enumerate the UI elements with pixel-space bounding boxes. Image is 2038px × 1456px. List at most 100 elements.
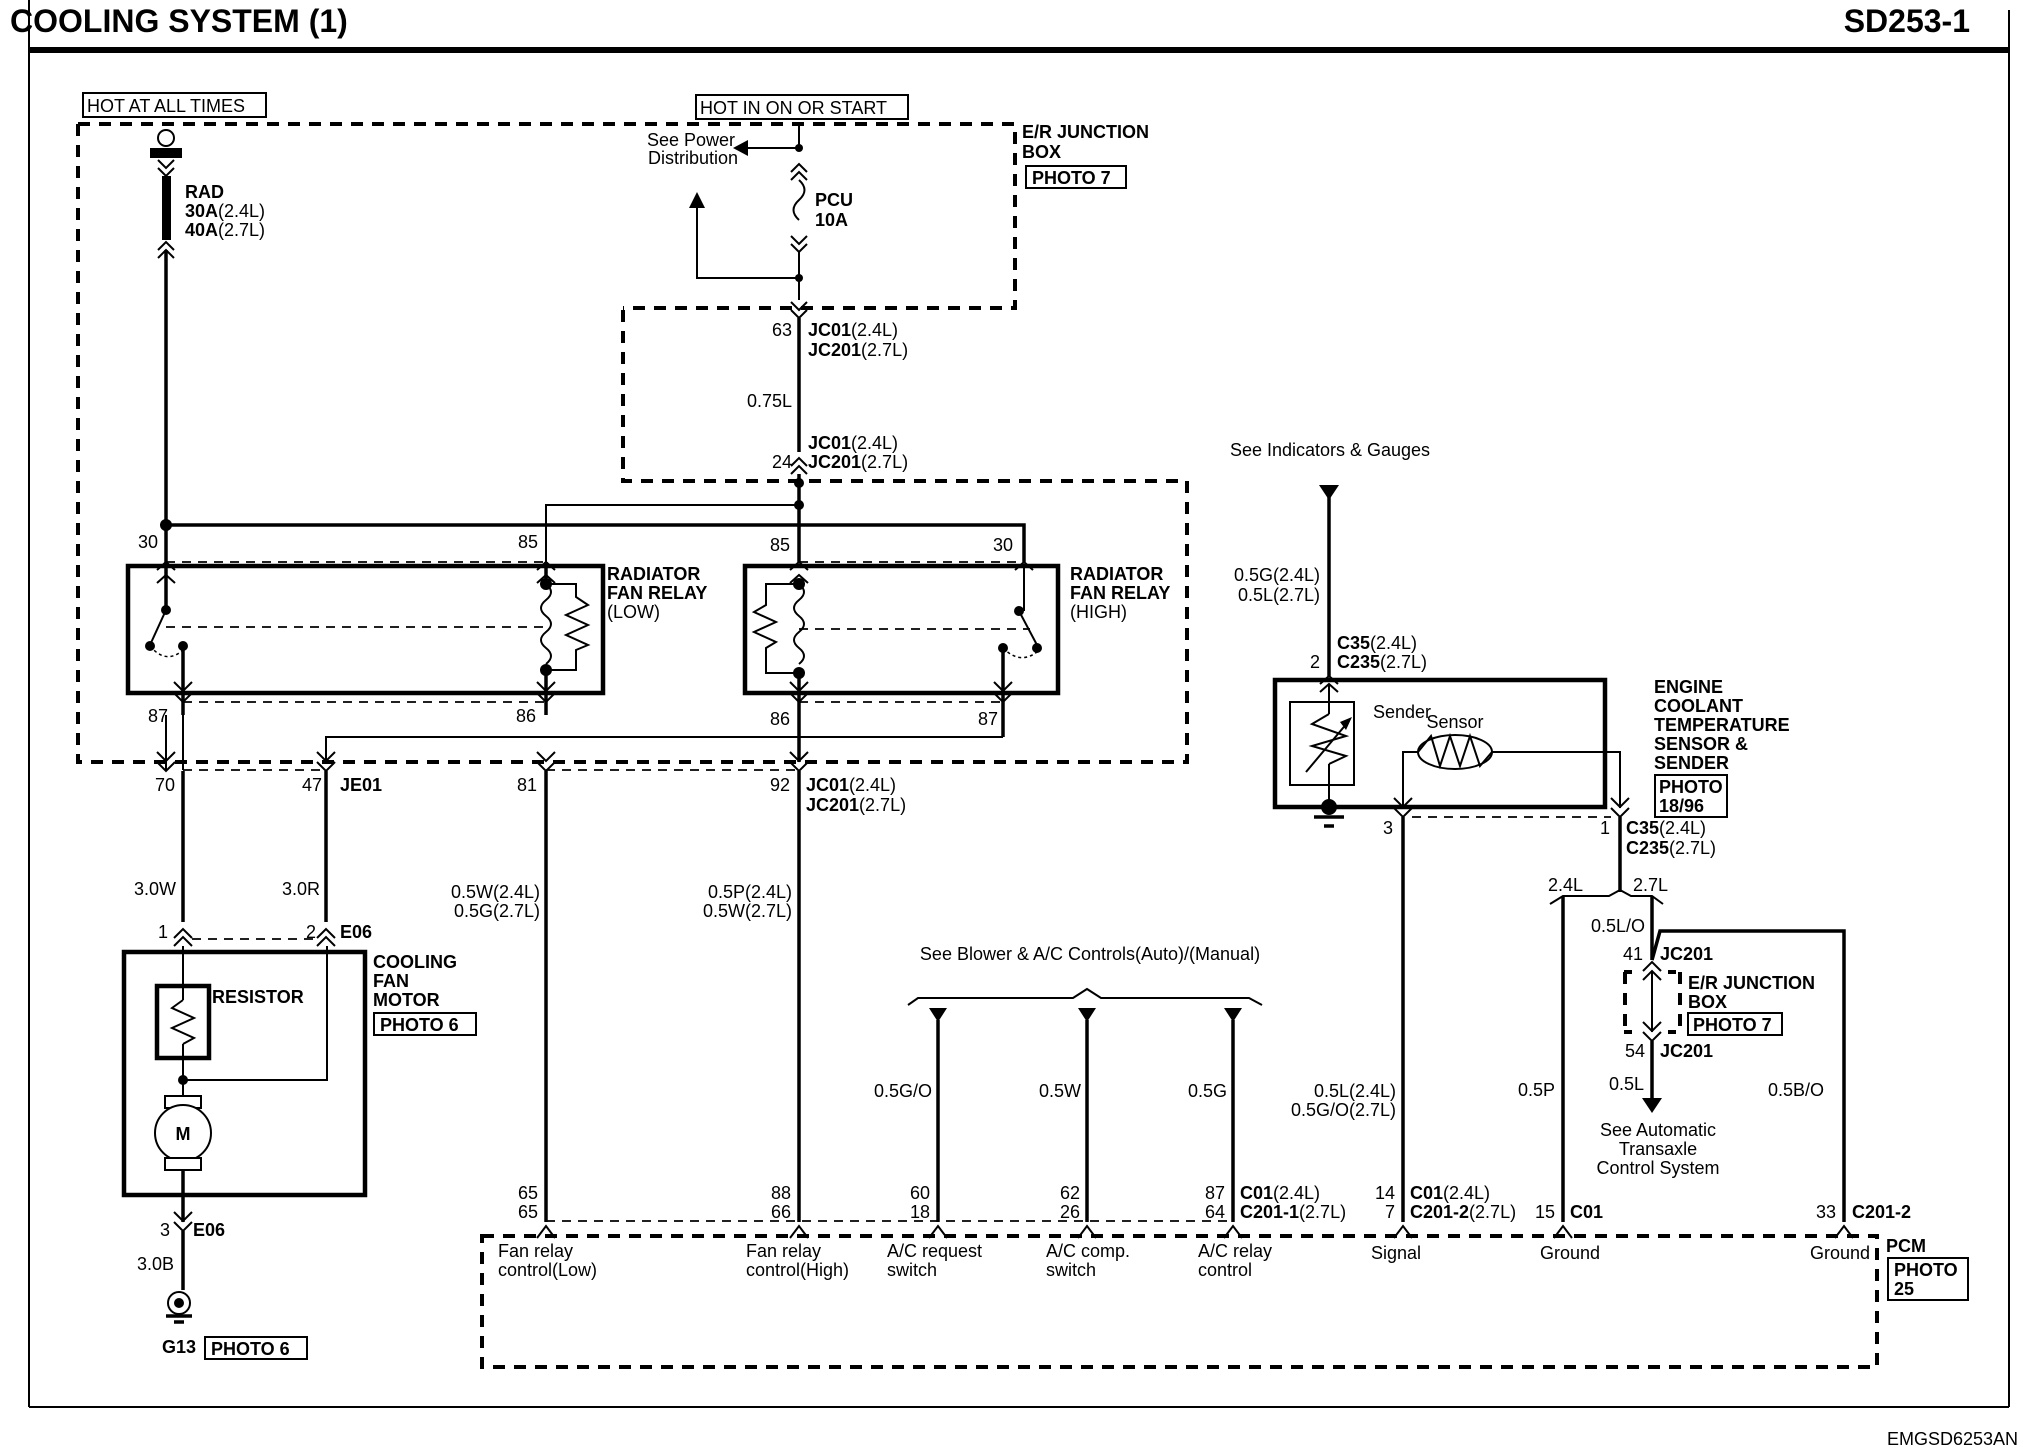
split-24-label: 2.4L bbox=[1548, 875, 1583, 895]
pcm-photo-2: 25 bbox=[1894, 1279, 1914, 1299]
pcm-pin-14: 14 bbox=[1375, 1183, 1395, 1203]
relay-high-pin-87: 87 bbox=[978, 709, 998, 729]
jc201-label-2: BOX bbox=[1688, 992, 1727, 1012]
rad-fuse-rating-27: 40A(2.7L) bbox=[185, 220, 265, 240]
ect-pin-3: 3 bbox=[1383, 818, 1393, 838]
pcm-pin-66: 66 bbox=[771, 1202, 791, 1222]
ect-pin-2: 2 bbox=[1310, 652, 1320, 672]
er-photo-label: PHOTO 7 bbox=[1032, 168, 1111, 188]
relay-feed-wires bbox=[160, 456, 1026, 562]
pcm-pin-marker bbox=[789, 1224, 809, 1239]
pcm-pin-marker bbox=[1393, 1224, 1413, 1239]
jc01-mid-pin: 24 bbox=[772, 452, 792, 472]
radiator-fan-relay-high bbox=[325, 560, 1061, 762]
jc01-top-pin: 63 bbox=[772, 320, 792, 340]
pcm-conn-b: C201-1(2.7L) bbox=[1240, 1202, 1346, 1222]
wire-3-0r: 3.0R bbox=[282, 879, 320, 899]
pcm-desc-2: A/C request bbox=[887, 1241, 982, 1261]
motor-pin-2: 2 bbox=[306, 922, 316, 942]
jc201-label: E/R JUNCTION bbox=[1688, 973, 1815, 993]
motor-label-3: MOTOR bbox=[373, 990, 440, 1010]
page-title: COOLING SYSTEM (1) bbox=[10, 3, 348, 39]
relay-high-pin-85: 85 bbox=[770, 535, 790, 555]
pcm-photo-box bbox=[1887, 1257, 1969, 1301]
relay-low-label: RADIATOR bbox=[607, 564, 700, 584]
jc201-photo-box bbox=[1687, 1012, 1783, 1036]
wire-3-0w: 3.0W bbox=[134, 879, 176, 899]
relay-low-pin-85: 85 bbox=[518, 532, 538, 552]
signal-wire-label-2: 0.5G/O(2.7L) bbox=[1291, 1100, 1396, 1120]
wire-ac3: 0.5G bbox=[1188, 1081, 1227, 1101]
pcm-desc-6: Ground bbox=[1540, 1243, 1600, 1263]
jc201-name-bottom: JC201 bbox=[1660, 1041, 1713, 1061]
figure-code: EMGSD6253AN bbox=[1887, 1429, 2018, 1449]
pcm-desc-1: Fan relay bbox=[746, 1241, 821, 1261]
lower-harness-connectors bbox=[156, 715, 809, 773]
wire-92-label: 0.5P(2.4L) bbox=[708, 882, 792, 902]
relay-low-sub: (LOW) bbox=[607, 602, 660, 622]
ect-label-3: TEMPERATURE bbox=[1654, 715, 1790, 735]
motor-connector: E06 bbox=[340, 922, 372, 942]
pcm-desc-7: Ground bbox=[1810, 1243, 1870, 1263]
wire-81-label: 0.5W(2.4L) bbox=[451, 882, 540, 902]
ect-conn-top-b: C235(2.7L) bbox=[1337, 652, 1427, 672]
indicators-reference: See Indicators & Gauges bbox=[1230, 440, 1430, 460]
split-27-label: 2.7L bbox=[1633, 875, 1668, 895]
ground-photo-box bbox=[204, 1336, 308, 1360]
pcm-pin-65-top: 65 bbox=[518, 1183, 538, 1203]
ect-sender-label: Sender bbox=[1373, 702, 1431, 722]
ect-photo-box bbox=[1654, 774, 1728, 818]
pcm-pin-60: 60 bbox=[910, 1183, 930, 1203]
pcm-pin-18: 18 bbox=[910, 1202, 930, 1222]
motor-photo-box bbox=[373, 1012, 477, 1036]
jc201-name-top: JC201 bbox=[1660, 944, 1713, 964]
motor-pin-3: 3 bbox=[160, 1220, 170, 1240]
relay-low-pin-86: 86 bbox=[516, 706, 536, 726]
pcm-conn-a: C01(2.4L) bbox=[1240, 1183, 1320, 1203]
motor-pin-1: 1 bbox=[158, 922, 168, 942]
relay-low-label-2: FAN RELAY bbox=[607, 583, 707, 603]
ect-photo: PHOTO bbox=[1659, 777, 1723, 797]
see-power-distribution-2: Distribution bbox=[648, 148, 738, 168]
pcm-label: PCM bbox=[1886, 1236, 1926, 1256]
signal-wire-label: 0.5L(2.4L) bbox=[1314, 1081, 1396, 1101]
ect-sensor bbox=[1272, 485, 1630, 1222]
hot-at-all-times-box bbox=[82, 92, 267, 118]
wire-ac2: 0.5W bbox=[1039, 1081, 1081, 1101]
relay-high-label: RADIATOR bbox=[1070, 564, 1163, 584]
motor-label-2: FAN bbox=[373, 971, 409, 991]
pcm-conn-gnd1: C01 bbox=[1570, 1202, 1603, 1222]
pcm-pin-markers bbox=[536, 1224, 1854, 1239]
ect-label-2: COOLANT bbox=[1654, 696, 1743, 716]
pcm-desc-2b: switch bbox=[887, 1260, 937, 1280]
je01-name: JE01 bbox=[340, 775, 382, 795]
cooling-fan-motor bbox=[121, 927, 368, 1324]
transaxle-reference-3: Control System bbox=[1596, 1158, 1719, 1178]
pcm-pin-65-bottom: 65 bbox=[518, 1202, 538, 1222]
resistor-label: RESISTOR bbox=[212, 987, 304, 1007]
gauge-wire-label: 0.5G(2.4L) bbox=[1234, 565, 1320, 585]
pcm-conn-gnd2: C201-2 bbox=[1852, 1202, 1911, 1222]
blower-ac-reference: See Blower & A/C Controls(Auto)/(Manual) bbox=[920, 944, 1260, 964]
pcm-pin-62: 62 bbox=[1060, 1183, 1080, 1203]
pcm-desc-0: Fan relay bbox=[498, 1241, 573, 1261]
er-junction-box-label: E/R JUNCTION bbox=[1022, 122, 1149, 142]
relay-low-pin-30: 30 bbox=[138, 532, 158, 552]
wire-92-label-2: 0.5W(2.7L) bbox=[703, 901, 792, 921]
wire-l-label: 0.5L bbox=[1609, 1074, 1644, 1094]
pcm-pin-7: 7 bbox=[1385, 1202, 1395, 1222]
wire-gnd-p-label: 0.5P bbox=[1518, 1080, 1555, 1100]
er-junction-box-outline-left bbox=[76, 124, 1189, 764]
pcm-pin-15: 15 bbox=[1535, 1202, 1555, 1222]
see-power-distribution: See Power bbox=[647, 130, 735, 150]
pcm-pin-marker bbox=[536, 1224, 556, 1239]
pcu-fuse-rating: 10A bbox=[815, 210, 848, 230]
pcm-pin-64: 64 bbox=[1205, 1202, 1225, 1222]
hot-in-on-or-start-box bbox=[695, 94, 909, 120]
jc201-photo: PHOTO 7 bbox=[1693, 1015, 1772, 1035]
ground-g13: G13 bbox=[162, 1337, 196, 1357]
relay-high-pin-86: 86 bbox=[770, 709, 790, 729]
gauge-wire-label-2: 0.5L(2.7L) bbox=[1238, 585, 1320, 605]
rad-fuse-name: RAD bbox=[185, 182, 224, 202]
